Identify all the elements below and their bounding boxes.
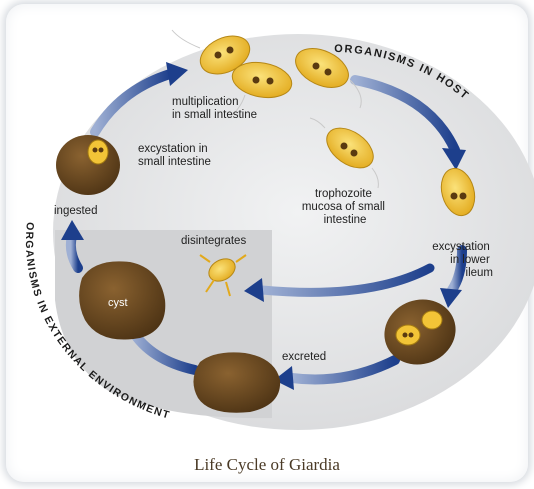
cyst-ingested	[56, 135, 120, 195]
label-disintegrates: disintegrates	[181, 235, 246, 247]
cyst-excreted	[193, 352, 280, 412]
label-ingested: ingested	[54, 205, 97, 217]
figure-caption: Life Cycle of Giardia	[0, 455, 534, 475]
label-excystation-small: excystation in small intestine	[138, 143, 211, 168]
label-excreted: excreted	[282, 351, 326, 363]
label-cyst: cyst	[108, 297, 128, 309]
